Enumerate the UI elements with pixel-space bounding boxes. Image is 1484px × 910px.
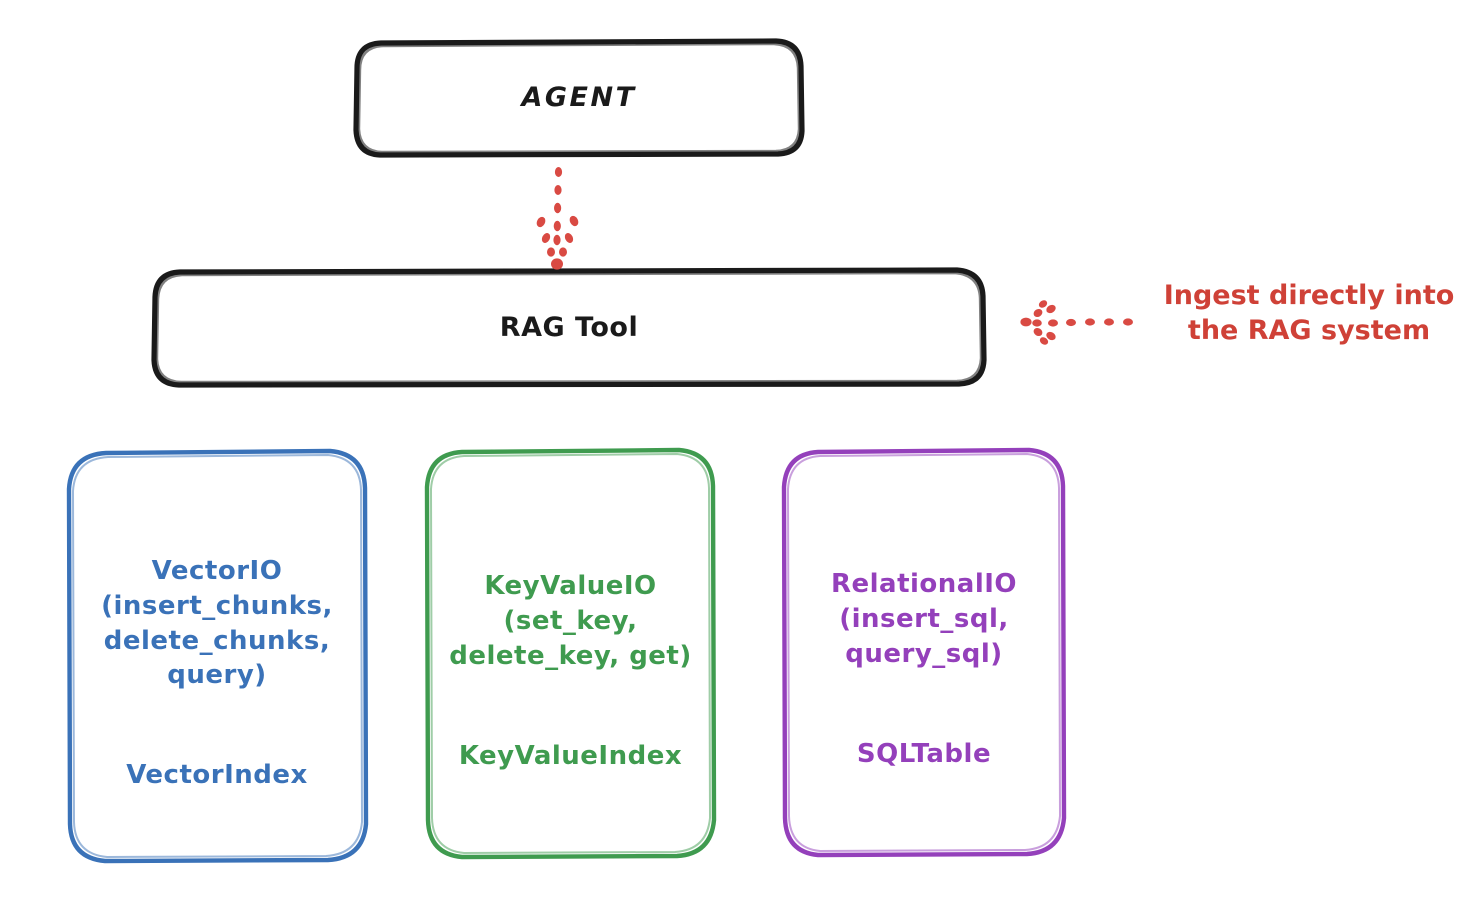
label-spacer: [831, 672, 1017, 702]
annotation-ingest-directly: Ingest directly into the RAG system: [1163, 280, 1455, 347]
label-spacer: [449, 674, 692, 704]
node-agent[interactable]: AGENT: [355, 40, 803, 156]
node-vector-io-label-group: VectorIO (insert_chunks, delete_chunks, …: [101, 519, 333, 793]
node-relational-io-api-label: RelationalIO (insert_sql, query_sql): [830, 569, 1018, 669]
node-vector-io-index-label: VectorIndex: [126, 760, 308, 791]
node-key-value-io-index-label: KeyValueIndex: [458, 740, 683, 771]
node-vector-io[interactable]: VectorIO (insert_chunks, delete_chunks, …: [68, 450, 366, 862]
node-key-value-io-api-label: KeyValueIO (set_key, delete_key, get): [449, 571, 692, 671]
node-relational-io-table-label: SQLTable: [856, 738, 992, 769]
node-agent-label: AGENT: [521, 82, 637, 114]
node-key-value-io[interactable]: KeyValueIO (set_key, delete_key, get) Ke…: [427, 450, 714, 858]
node-key-value-io-label-group: KeyValueIO (set_key, delete_key, get) Ke…: [449, 535, 692, 774]
connector-agent-to-rag-tool: [536, 167, 579, 270]
node-rag-tool[interactable]: RAG Tool: [153, 270, 985, 386]
node-vector-io-api-label: VectorIO (insert_chunks, delete_chunks, …: [101, 555, 333, 691]
connector-annotation-to-rag-tool: [1020, 300, 1133, 345]
node-relational-io[interactable]: RelationalIO (insert_sql, query_sql) SQL…: [784, 450, 1064, 854]
node-relational-io-label-group: RelationalIO (insert_sql, query_sql) SQL…: [831, 533, 1017, 772]
label-spacer: [101, 693, 333, 723]
node-rag-tool-label: RAG Tool: [499, 312, 639, 344]
